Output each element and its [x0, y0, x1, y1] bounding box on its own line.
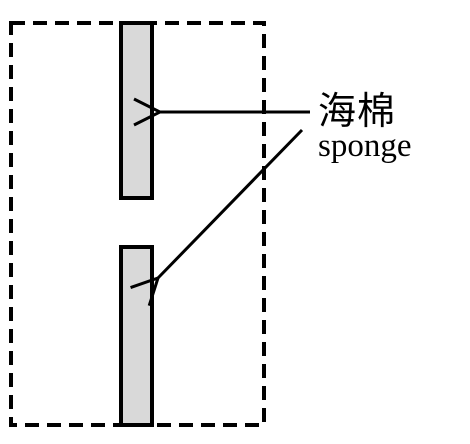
label-chinese-sponge: 海棉 — [318, 89, 397, 133]
sponge-block-lower — [119, 245, 154, 427]
sponge-block-upper — [119, 21, 154, 200]
label-english-sponge: sponge — [318, 128, 412, 164]
arrow-to-lower-sponge — [158, 128, 304, 278]
